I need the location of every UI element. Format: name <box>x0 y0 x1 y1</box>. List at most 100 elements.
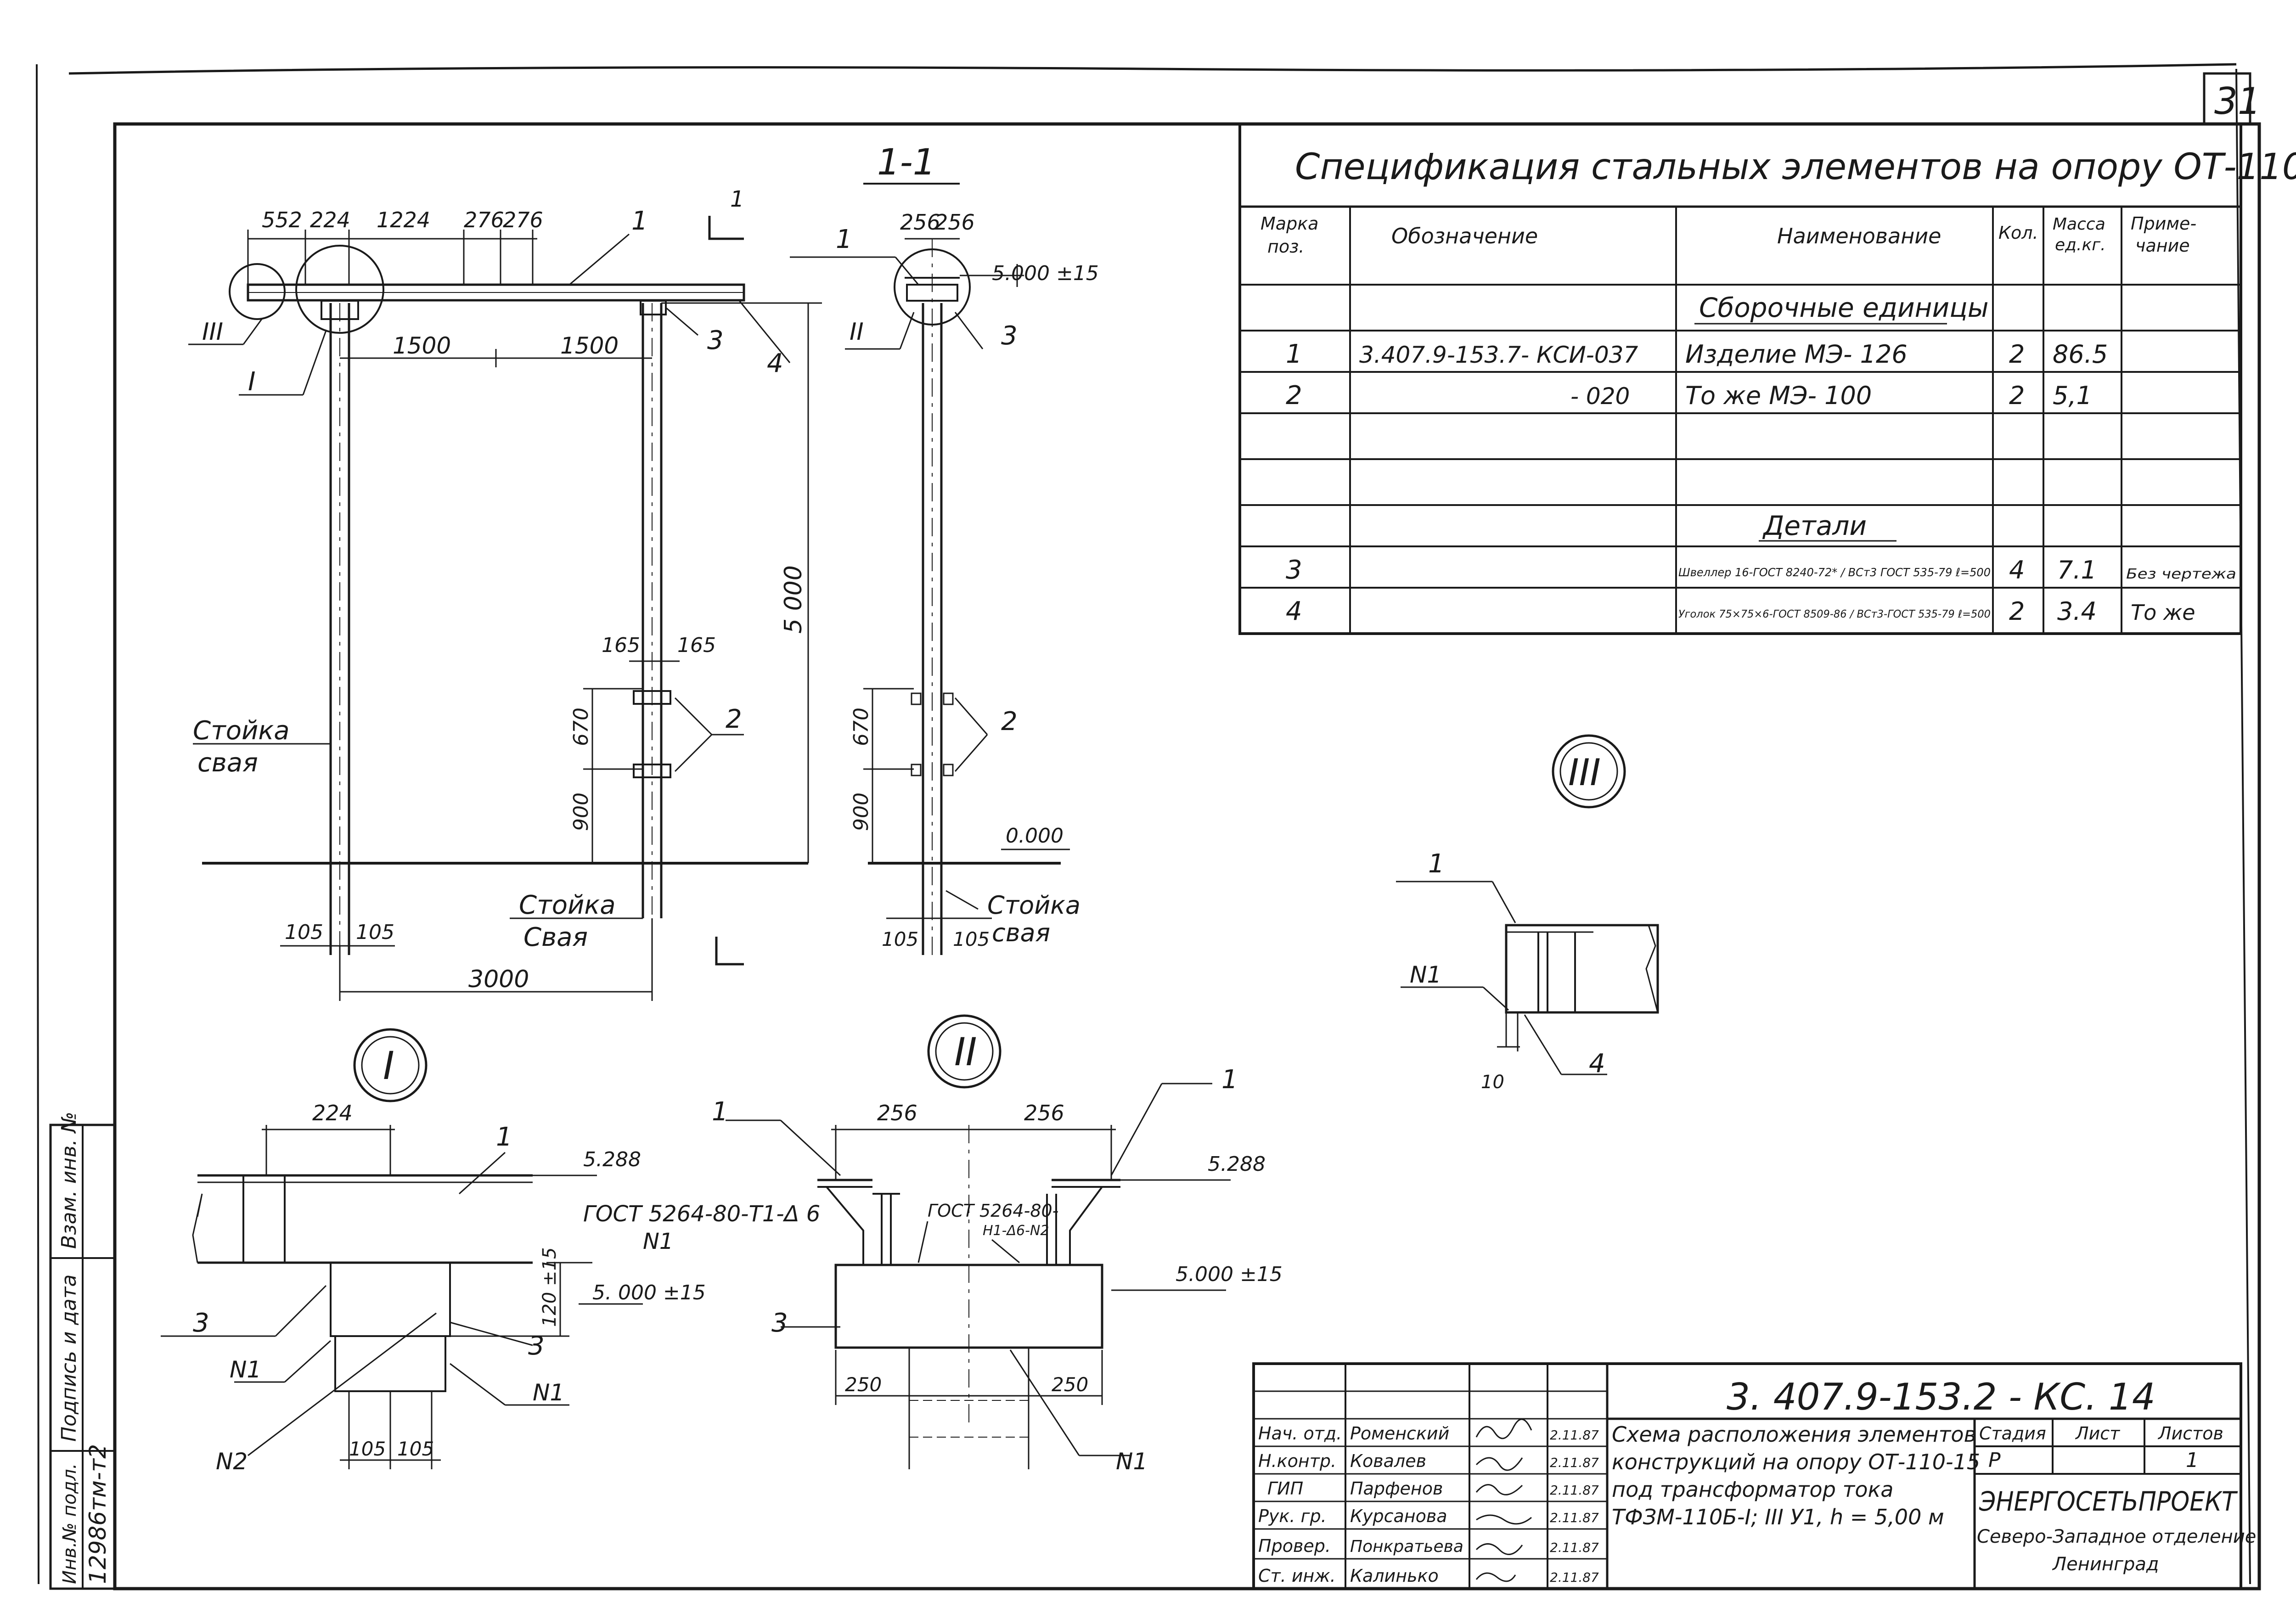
spec-section-details: Детали <box>1762 510 1867 541</box>
dim-1500-left: 1500 <box>393 332 451 359</box>
spec-section-assembly: Сборочные единицы <box>1699 292 1989 323</box>
tb-sheets: 1 <box>2186 1449 2199 1472</box>
s11-mark-1: 1 <box>836 225 852 254</box>
s11-dim-256b: 256 <box>934 210 975 235</box>
n1-gost: ГОСТ 5264-80-Т1-Δ 6 <box>583 1201 820 1227</box>
tb-stage: Р <box>1988 1449 2001 1472</box>
tb-role: Рук. гр. <box>1258 1506 1327 1526</box>
tb-person: Роменский <box>1350 1423 1449 1444</box>
tb-date: 2.11.87 <box>1550 1483 1599 1498</box>
tb-person: Калинько <box>1350 1566 1439 1586</box>
s11-elev-top: 5.000 ±15 <box>992 262 1099 285</box>
s11-dim-105b: 105 <box>953 928 990 950</box>
n2-dim-256a: 256 <box>877 1101 917 1125</box>
n1-weld-n2: N2 <box>216 1448 248 1475</box>
tb-sheets-label: Листов <box>2157 1423 2223 1444</box>
mark-1: 1 <box>631 206 648 236</box>
spec-pos: 2 <box>1286 381 1302 410</box>
spec-header-qty: Кол. <box>1998 223 2038 243</box>
spec-header-mass: Масса <box>2053 215 2105 234</box>
s11-dim-670: 670 <box>850 708 873 746</box>
node-II-view <box>726 1014 1231 1469</box>
stamp-vzam: Взам. инв. № <box>57 1112 81 1249</box>
spec-header-name: Наименование <box>1777 224 1941 248</box>
tb-desc-1: Схема расположения элементов <box>1612 1422 1976 1447</box>
spec-mass: 86.5 <box>2053 340 2108 369</box>
tb-role: Нач. отд. <box>1258 1423 1342 1444</box>
tb-person: Ковалев <box>1350 1451 1426 1471</box>
n1-mark-3b: 3 <box>528 1331 545 1361</box>
elevation-view <box>188 216 822 1001</box>
dim-900: 900 <box>569 792 593 831</box>
tb-code: 3. 407.9-153.2 - КС. 14 <box>1727 1376 2155 1418</box>
spec-header-code: Обозначение <box>1391 224 1538 248</box>
s11-label-post: Стойка <box>987 891 1080 920</box>
label-pile-a: свая <box>197 748 258 778</box>
spec-row-1: 1 3.407.9-153.7- КСИ-037 Изделие МЭ- 126… <box>1286 339 2108 369</box>
section-1-1-title: 1-1 <box>877 142 935 183</box>
spec-name: Уголок 75×75×6-ГОСТ 8509-86 / ВСт3-ГОСТ … <box>1678 608 1991 620</box>
spec-code: - 020 <box>1570 383 1630 410</box>
n1-dim-105b: 105 <box>397 1438 434 1460</box>
spec-row-3: 3 Швеллер 16-ГОСТ 8240-72* / ВСт3 ГОСТ 5… <box>1286 555 2236 585</box>
n1-dim-105a: 105 <box>349 1438 386 1460</box>
section-1-1-view <box>790 183 1070 955</box>
spec-title: Спецификация стальных элементов на опору… <box>1295 146 2296 188</box>
n3-mark-1: 1 <box>1428 849 1445 879</box>
mark-3: 3 <box>707 326 724 355</box>
dim-105b: 105 <box>356 921 394 944</box>
tb-role: Н.контр. <box>1258 1451 1336 1471</box>
spec-header-pos: Марка <box>1261 214 1318 234</box>
spec-note: То же <box>2131 600 2195 625</box>
tb-role: ГИП <box>1267 1478 1303 1499</box>
mark-4: 4 <box>767 348 783 378</box>
n1-mark-3a: 3 <box>193 1308 209 1338</box>
tb-city: Ленинград <box>2052 1554 2159 1575</box>
n3-mark-4: 4 <box>1589 1049 1605 1079</box>
dim-1224: 1224 <box>377 208 430 232</box>
dim-1500-right: 1500 <box>560 332 619 359</box>
s11-label-pile: свая <box>992 918 1050 947</box>
s11-node-II: II <box>850 318 864 346</box>
s11-dim-256a: 256 <box>900 210 940 235</box>
n2-elev-mid: 5.000 ±15 <box>1176 1263 1283 1286</box>
dim-165b: 165 <box>677 634 716 657</box>
tb-role: Провер. <box>1258 1536 1331 1556</box>
spec-row-4: 4 Уголок 75×75×6-ГОСТ 8509-86 / ВСт3-ГОС… <box>1286 596 2195 626</box>
s11-dim-105a: 105 <box>882 928 918 950</box>
spec-header-mass2: ед.кг. <box>2055 236 2106 254</box>
spec-header-pos2: поз. <box>1267 236 1304 257</box>
node-III-title: III <box>1568 751 1601 794</box>
s11-mark-2: 2 <box>1001 707 1018 736</box>
label-post-a: Стойка <box>193 716 290 746</box>
tb-person: Курсанова <box>1350 1506 1447 1526</box>
tb-people: Нач. отд. Роменский 2.11.87 Н.контр. Ков… <box>1258 1423 1599 1586</box>
spec-table <box>1238 123 2242 635</box>
tb-desc-4: ТФЗМ-110Б-I; III У1, h = 5,00 м <box>1612 1505 1944 1529</box>
mark-2: 2 <box>726 704 742 734</box>
n2-weld-n1: N1 <box>1116 1448 1148 1475</box>
label-pile-b: Свая <box>523 922 588 952</box>
spec-mass: 7.1 <box>2057 556 2097 584</box>
spec-pos: 3 <box>1286 555 1302 585</box>
spec-row-2: 2 - 020 То же МЭ- 100 2 5,1 <box>1286 381 2092 410</box>
stamp-inv-value: 12986тм-т2 <box>84 1444 111 1584</box>
n2-gost: ГОСТ 5264-80- <box>928 1201 1058 1221</box>
n3-dim-10: 10 <box>1481 1072 1504 1093</box>
spec-header-note2: чание <box>2135 236 2190 256</box>
tb-role: Ст. инж. <box>1258 1566 1336 1586</box>
signatures <box>1475 1418 1532 1582</box>
n1-gost-n: N1 <box>643 1229 673 1254</box>
spec-mass: 5,1 <box>2053 381 2092 410</box>
n1-mark-1: 1 <box>496 1122 512 1152</box>
spec-name: Изделие МЭ- 126 <box>1685 340 1908 369</box>
dim-105a: 105 <box>285 921 323 944</box>
stamp-sign-date: Подпись и дата <box>57 1275 81 1442</box>
dim-276b: 276 <box>503 208 543 232</box>
side-stamp: Взам. инв. № Подпись и дата Инв.№ подл. … <box>49 1112 116 1590</box>
n1-elev-mid: 5. 000 ±15 <box>592 1281 706 1304</box>
tb-desc-2: конструкций на опору ОТ-110-15 <box>1612 1450 1980 1474</box>
sheet-frame <box>36 63 2261 1590</box>
tb-org-sub: Северо-Западное отделение <box>1977 1526 2256 1547</box>
n2-dim-256b: 256 <box>1024 1101 1064 1125</box>
